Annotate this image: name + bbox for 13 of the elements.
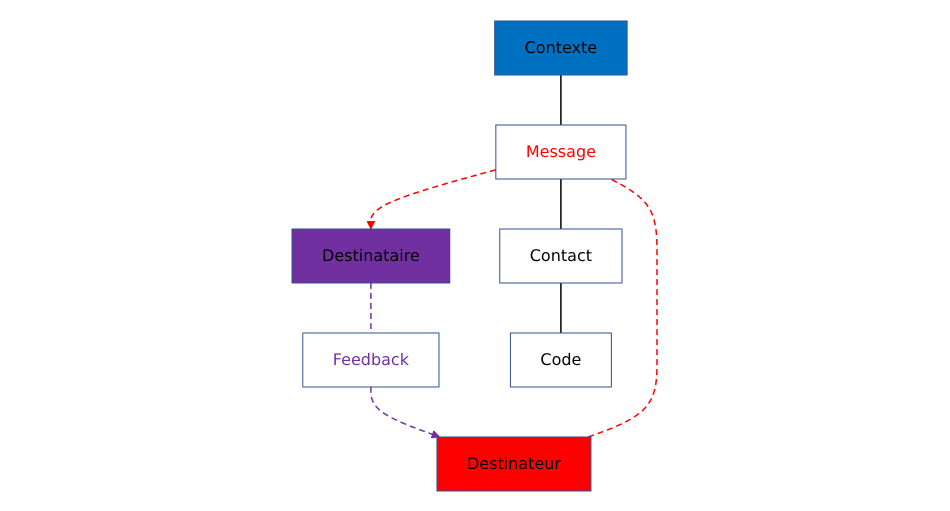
connector (588, 178, 658, 438)
connector (560, 74, 562, 124)
arrow (366, 168, 496, 229)
node-box: Message (496, 124, 627, 179)
node-box: Destinataire (292, 228, 451, 283)
arrow (370, 386, 441, 438)
node-box: Feedback (302, 332, 440, 387)
connector (560, 282, 562, 332)
node-box: Contact (500, 228, 623, 283)
node-box: Code (510, 332, 612, 387)
node-box: Destinateur (436, 436, 592, 491)
node-box: Contexte (494, 20, 628, 75)
connector (560, 178, 562, 228)
